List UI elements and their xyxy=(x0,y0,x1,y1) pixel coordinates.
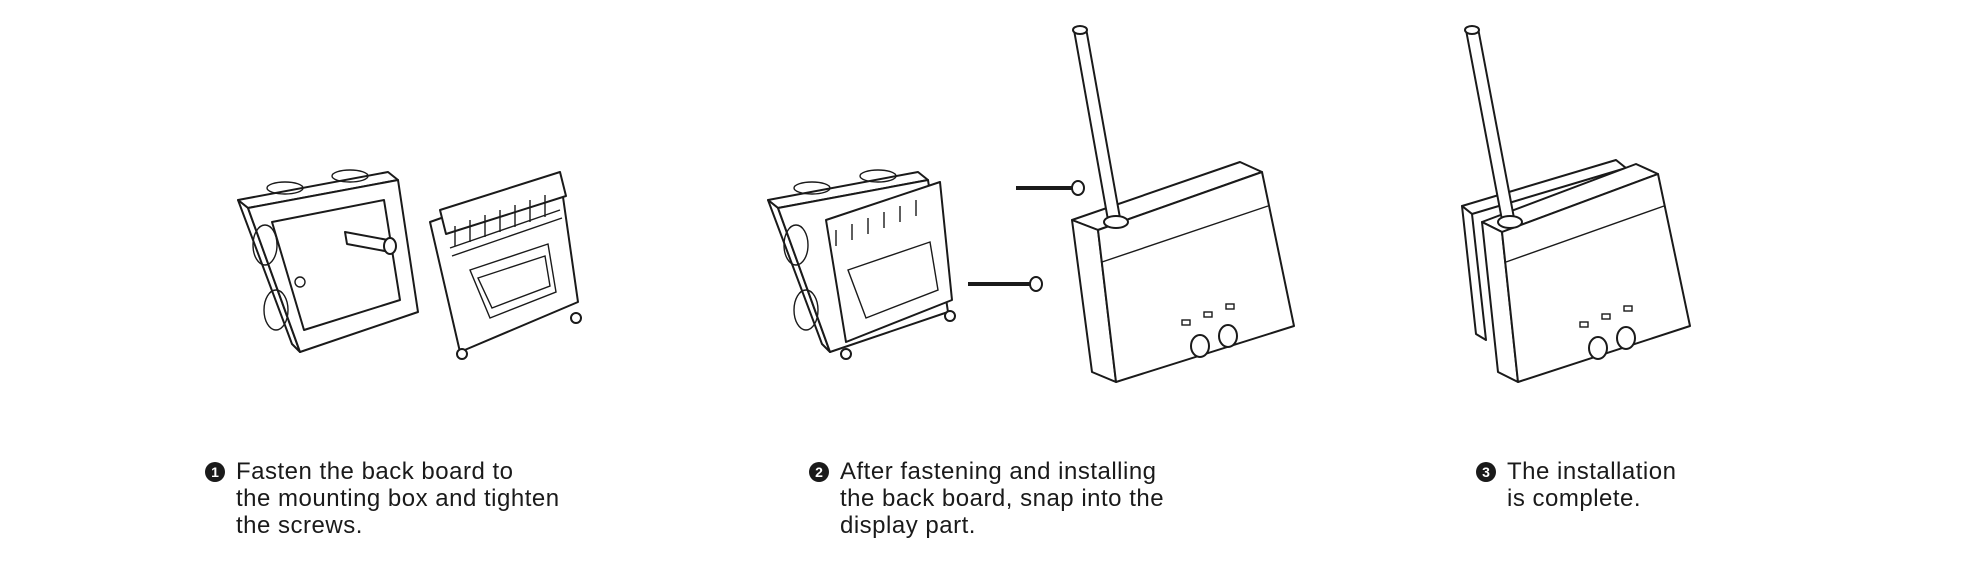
step-2-caption: 2 After fastening and installing the bac… xyxy=(809,458,1165,539)
step-1-line-2: the mounting box and tighten xyxy=(236,485,560,512)
step-3-line-2: is complete. xyxy=(1507,485,1642,512)
step-1-line-3: the screws. xyxy=(236,512,363,539)
step-1-line-1: Fasten the back board to xyxy=(236,458,514,485)
step-3-line-1: The installation xyxy=(1507,458,1677,485)
step-1-caption: 1 Fasten the back board to the mounting … xyxy=(205,458,560,539)
step-3-caption: 3 The installation is complete. xyxy=(1476,458,1677,512)
step-2-line-3: display part. xyxy=(840,512,976,539)
back-board-illustration xyxy=(429,171,582,360)
mounting-box-illustration xyxy=(237,169,419,353)
step-3-number-badge: 3 xyxy=(1476,462,1496,482)
step-2-line-1: After fastening and installing xyxy=(840,458,1157,485)
screws-illustration xyxy=(968,180,1085,292)
installed-unit-illustration xyxy=(1461,25,1691,383)
step-2-line-2: the back board, snap into the xyxy=(840,485,1165,512)
step-1-number-badge: 1 xyxy=(205,462,225,482)
display-unit-illustration xyxy=(1071,25,1295,383)
step-2-number-badge: 2 xyxy=(809,462,829,482)
box-with-board-illustration xyxy=(767,169,956,360)
